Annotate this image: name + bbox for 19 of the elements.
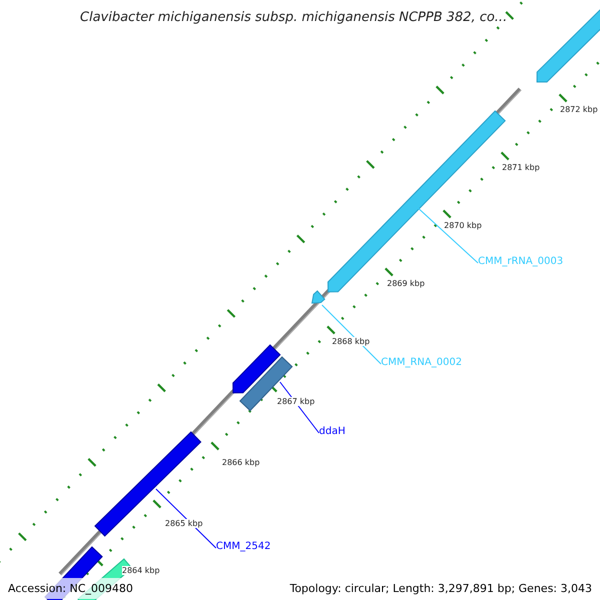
gene-bar <box>95 432 201 536</box>
gene-label: CMM_RNA_0002 <box>381 357 462 368</box>
tick-label: 2866 kbp <box>222 458 260 467</box>
tick-label: 2865 kbp <box>165 519 203 528</box>
leader-line <box>418 208 478 264</box>
tick-label: 2870 kbp <box>444 221 482 230</box>
tick-label: 2872 kbp <box>560 105 598 114</box>
title: Clavibacter michiganensis subsp. michiganensis NCPPB 382, co... <box>80 10 508 25</box>
gene-label: CMM_2542 <box>216 541 271 552</box>
leader-line <box>156 488 216 548</box>
gene-label: CMM_rRNA_0003 <box>478 256 564 267</box>
gene-arrow <box>312 290 325 303</box>
tick-label: 2871 kbp <box>502 163 540 172</box>
tick-label: 2867 kbp <box>277 397 315 406</box>
tick-label: 2864 kbp <box>122 566 160 575</box>
tick-label: 2868 kbp <box>332 337 370 346</box>
tick-label: 2869 kbp <box>387 279 425 288</box>
gene-arrow <box>232 345 280 393</box>
gene-label: ddaH <box>319 426 346 437</box>
